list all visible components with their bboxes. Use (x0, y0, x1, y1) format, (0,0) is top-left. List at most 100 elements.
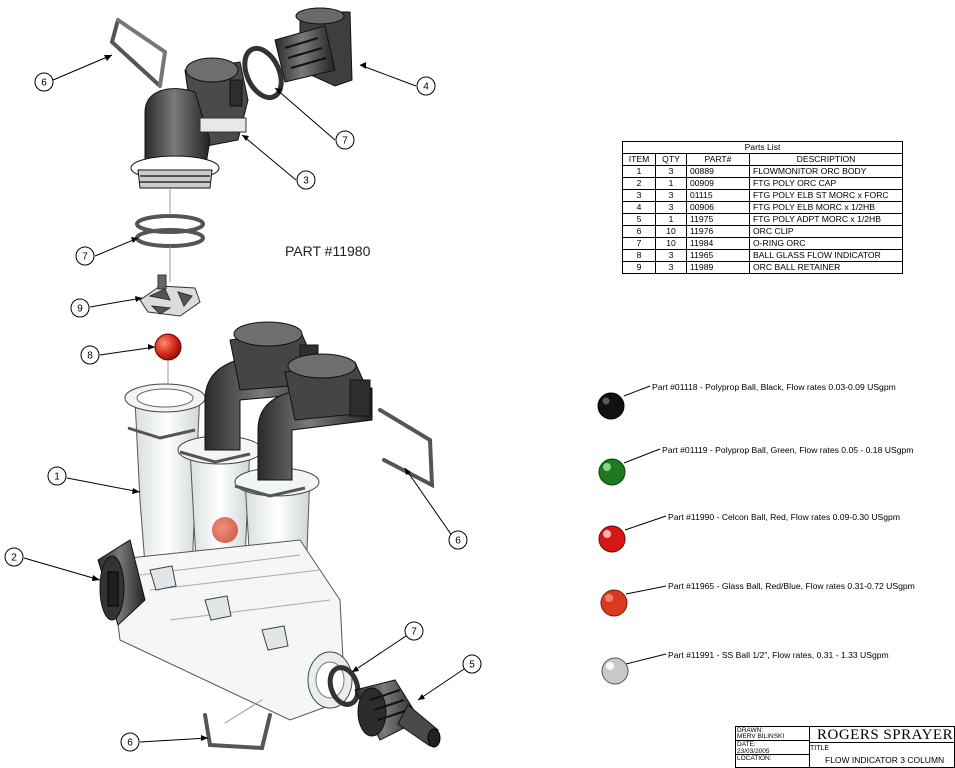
ball-note-green: Part #01119 - Polyprop Ball, Green, Flow… (662, 445, 914, 455)
row-description: FTG POLY ELB MORC x 1/2HB (749, 201, 903, 214)
callout-2: 2 (11, 553, 17, 564)
row-qty: 1 (655, 213, 687, 226)
row-qty: 3 (655, 201, 687, 214)
row-item: 5 (622, 213, 656, 226)
indicator-ball-8 (154, 333, 182, 361)
row-part-number: 11965 (686, 249, 750, 262)
orc-clips-on-columns (127, 426, 306, 498)
callout-7-middle: 7 (82, 252, 88, 263)
company-name: ROGERS SPRAYER (817, 727, 954, 743)
row-qty: 3 (655, 249, 687, 262)
row-part-number: 00906 (686, 201, 750, 214)
ball-swatches (597, 385, 667, 685)
callout-7-top: 7 (342, 136, 348, 147)
arrowheads (92, 55, 425, 741)
assembly-center-lines (167, 188, 171, 388)
orc-clip-top (109, 18, 168, 88)
callout-6-right: 6 (455, 536, 461, 547)
ball-note-red-celcon: Part #11990 - Celcon Ball, Red, Flow rat… (668, 512, 900, 522)
title-label: TITLE (810, 745, 830, 752)
header-qty: QTY (655, 153, 687, 166)
drawn-by: MERV BILINSKI (737, 733, 785, 740)
row-part-number: 01115 (686, 189, 750, 202)
row-part-number: 11984 (686, 237, 750, 250)
callout-5: 5 (469, 660, 475, 671)
row-qty: 10 (655, 237, 687, 250)
o-ring-top (242, 45, 284, 101)
callout-6-bottom: 6 (127, 738, 133, 749)
ball-note-red-glass: Part #11965 - Glass Ball, Red/Blue, Flow… (668, 581, 915, 591)
callout-6-top: 6 (41, 78, 47, 89)
row-item: 1 (622, 165, 656, 178)
row-description: O-RING ORC (749, 237, 903, 250)
callout-8: 8 (87, 351, 93, 362)
row-item: 9 (622, 261, 656, 274)
header-part-number: PART# (686, 153, 750, 166)
callout-leaders (23, 54, 471, 743)
row-description: FTG POLY ELB ST MORC x FORC (749, 189, 903, 202)
row-item: 8 (622, 249, 656, 262)
row-description: FLOWMONITOR ORC BODY (749, 165, 903, 178)
row-part-number: 11975 (686, 213, 750, 226)
drawing-title: FLOW INDICATOR 3 COLUMN (825, 755, 945, 765)
callout-7-bottom: 7 (411, 627, 417, 638)
orc-cap-2 (97, 539, 146, 626)
ball-swatch-black (597, 385, 651, 420)
parts-list-caption: Parts List (622, 141, 903, 154)
callout-1: 1 (54, 472, 60, 483)
title-block: DRAWN: MERV BILINSKI DATE: 23/03/2005 LO… (735, 726, 955, 768)
ball-note-black: Part #01118 - Polyprop Ball, Black, Flow… (652, 382, 896, 392)
ball-note-stainless: Part #11991 - SS Ball 1/2", Flow rates, … (668, 650, 889, 660)
row-item: 2 (622, 177, 656, 190)
row-item: 4 (622, 201, 656, 214)
callout-circles (4, 72, 482, 752)
callout-3: 3 (303, 176, 309, 187)
elbow-on-column-3 (257, 353, 373, 481)
date-value: 23/03/2005 (737, 748, 770, 755)
header-description: DESCRIPTION (749, 153, 903, 166)
drawn-label: DRAWN: (737, 727, 764, 734)
ball-swatch-green (598, 448, 661, 486)
row-description: FTG POLY ADPT MORC x 1/2HB (749, 213, 903, 226)
row-description: ORC BALL RETAINER (749, 261, 903, 274)
orc-clip-bottom (203, 699, 272, 751)
callout-numbers: 6 4 7 3 7 9 8 1 2 6 7 5 6 (11, 78, 475, 749)
row-qty: 1 (655, 177, 687, 190)
elbow-fitting-4 (274, 7, 353, 87)
elbow-fitting-3 (130, 57, 249, 189)
ball-swatch-red-celcon (598, 515, 667, 553)
assembly-part-number: PART #11980 (285, 243, 371, 259)
manifold-base (109, 539, 353, 721)
row-part-number: 00889 (686, 165, 750, 178)
callout-9: 9 (77, 304, 83, 315)
row-item: 7 (622, 237, 656, 250)
row-description: BALL GLASS FLOW INDICATOR (749, 249, 903, 262)
ball-swatch-stainless (601, 653, 667, 685)
date-label: DATE: (737, 741, 756, 748)
callout-4: 4 (423, 82, 429, 93)
ball-retainer-9 (139, 274, 201, 317)
row-qty: 3 (655, 165, 687, 178)
row-part-number: 00909 (686, 177, 750, 190)
row-description: ORC CLIP (749, 225, 903, 238)
row-part-number: 11989 (686, 261, 750, 274)
adapter-fitting-5 (354, 679, 441, 748)
row-item: 6 (622, 225, 656, 238)
location-label: LOCATION: (737, 755, 772, 762)
parts-list-caption-row: Parts List (622, 141, 903, 154)
o-ring-bottom (327, 665, 361, 707)
row-description: FTG POLY ORC CAP (749, 177, 903, 190)
ball-swatch-red-glass (600, 585, 667, 617)
